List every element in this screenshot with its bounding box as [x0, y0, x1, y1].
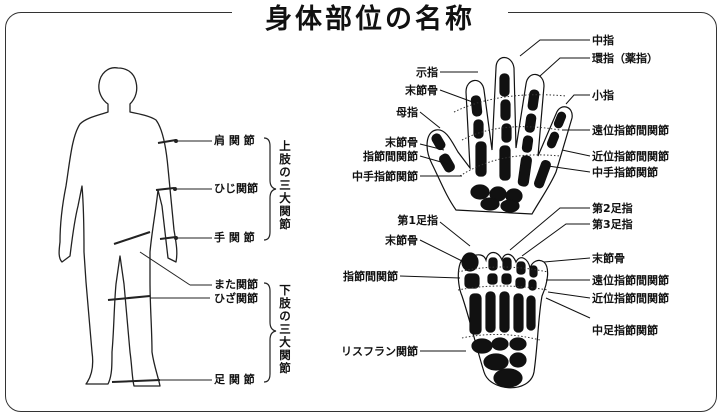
- hand-dip-joint-label: 遠位指節間関節: [592, 124, 669, 137]
- wrist-joint-label: 手 関 節: [214, 231, 255, 244]
- hand-pip-joint-label: 近位指節間関節: [592, 150, 669, 163]
- lower-limb-group-label: 下肢の三大関節: [279, 283, 291, 375]
- braces: [263, 137, 277, 383]
- hip-joint-label: また関節: [214, 278, 258, 291]
- diagram-frame: 身体部位の名称: [5, 5, 717, 412]
- foot-distal-phalanx-label: 末節骨: [385, 234, 418, 247]
- lisfranc-joint-label: リスフラン関節: [341, 345, 418, 358]
- foot-illustration: [457, 251, 549, 389]
- hand-mcp-joint-label: 中手指節関節: [592, 166, 658, 179]
- foot-mtp-joint-label: 中足指節関節: [592, 324, 658, 337]
- interphalangeal-joint-label: 指節間関節: [363, 150, 418, 163]
- distal-phalanx-label: 末節骨: [405, 84, 438, 97]
- upper-limb-group-label: 上肢の三大関節: [279, 139, 291, 231]
- second-toe-label: 第2足指: [592, 202, 633, 215]
- joint-markers: [107, 139, 177, 383]
- metacarpophalangeal-joint-label: 中手指節関節: [352, 170, 418, 183]
- shoulder-joint-label: 肩 関 節: [214, 134, 255, 147]
- foot-pip-joint-label: 近位指節間関節: [592, 292, 669, 305]
- knee-joint-label: ひざ関節: [214, 292, 258, 305]
- elbow-joint-label: ひじ関節: [214, 182, 258, 195]
- thumb-distal-phalanx-label: 末節骨: [385, 136, 418, 149]
- big-toe-label: 第1足指: [397, 214, 438, 227]
- ring-finger-label: 環指（薬指）: [592, 52, 658, 65]
- thumb-label: 母指: [396, 106, 418, 119]
- little-finger-label: 小指: [592, 89, 614, 102]
- page-title: 身体部位の名称: [232, 5, 508, 39]
- foot-interphalangeal-joint-label: 指節間関節: [343, 270, 398, 283]
- index-finger-label: 示指: [416, 66, 438, 79]
- foot-distal-phalanx-right-label: 末節骨: [592, 252, 625, 265]
- middle-finger-label: 中指: [592, 34, 614, 47]
- ankle-joint-label: 足 関 節: [214, 373, 255, 386]
- foot-dip-joint-label: 遠位指節間関節: [592, 274, 669, 287]
- human-figure: [58, 67, 178, 387]
- hand-illustration: [426, 56, 573, 215]
- third-toe-label: 第3足指: [592, 218, 633, 231]
